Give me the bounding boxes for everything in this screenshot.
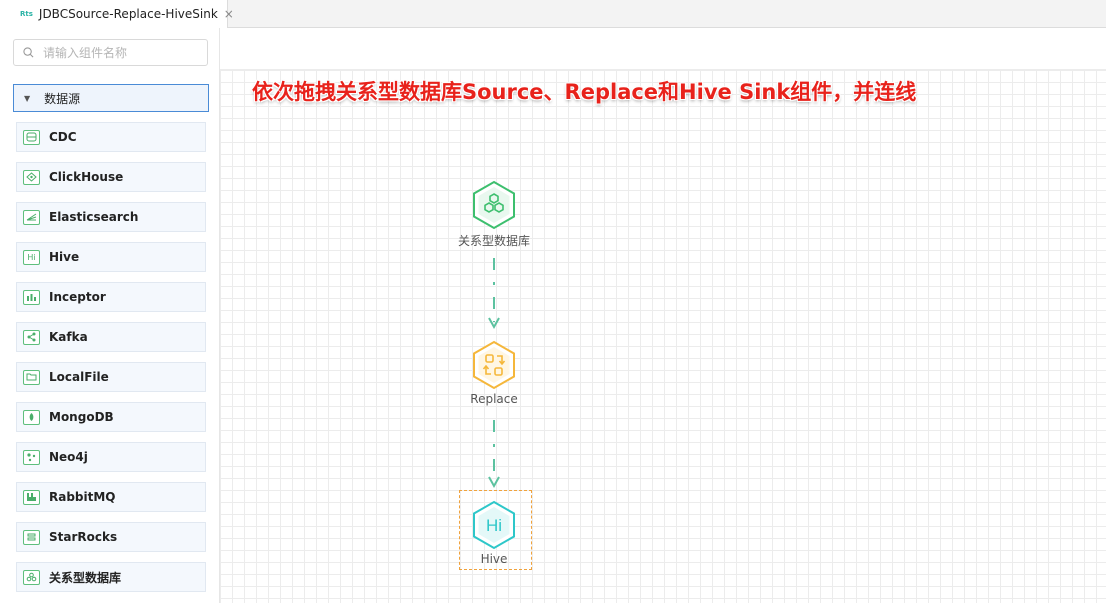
edge-replace-to-hive[interactable] [486,418,502,490]
component-item-kafka[interactable]: Kafka [16,322,206,352]
hive-icon: Hi [23,249,40,265]
neo4j-icon [23,449,40,465]
component-label: 关系型数据库 [49,570,122,585]
node-label: Hive [480,552,508,566]
relational-db-icon [473,180,515,230]
tab-bar: Rts JDBCSource-Replace-HiveSink × [0,0,1106,28]
node-hive[interactable]: Hi Hive [449,500,539,566]
elasticsearch-icon [23,209,40,225]
component-label: ClickHouse [49,170,124,184]
close-icon[interactable]: × [223,7,234,21]
component-item-relational-db[interactable]: 关系型数据库 [16,562,206,592]
rabbitmq-icon [23,489,40,505]
edge-relational-db-to-replace[interactable] [486,256,502,332]
component-item-clickhouse[interactable]: ClickHouse [16,162,206,192]
search-input[interactable] [41,44,195,61]
group-header-datasource[interactable]: ▼ 数据源 [13,84,209,112]
search-icon [23,47,34,58]
component-label: RabbitMQ [49,490,116,504]
component-label: CDC [49,130,77,144]
hive-icon: Hi [473,500,515,550]
selection-frame [459,490,532,570]
node-label: 关系型数据库 [457,234,530,248]
component-sidebar: ▼ 数据源 CDC ClickHouse Elasticsearch Hi Hi… [0,28,220,603]
flow-canvas[interactable]: 依次拖拽关系型数据库Source、Replace和Hive Sink组件，并连线… [220,70,1106,603]
mongodb-icon [23,409,40,425]
tab-title: JDBCSource-Replace-HiveSink [38,7,218,21]
hive-icon-text: Hi [486,516,502,535]
component-label: Inceptor [49,290,106,304]
node-relational-db[interactable]: 关系型数据库 [449,180,539,249]
instruction-annotation: 依次拖拽关系型数据库Source、Replace和Hive Sink组件，并连线 [252,80,917,104]
component-label: Neo4j [49,450,88,464]
database-icon [23,129,40,145]
clickhouse-icon [23,169,40,185]
component-label: Kafka [49,330,88,344]
component-label: MongoDB [49,410,114,424]
component-label: Elasticsearch [49,210,139,224]
component-item-starrocks[interactable]: StarRocks [16,522,206,552]
component-item-neo4j[interactable]: Neo4j [16,442,206,472]
caret-down-icon: ▼ [24,93,31,103]
starrocks-icon [23,529,40,545]
relational-db-icon [23,569,40,585]
component-item-hive[interactable]: Hi Hive [16,242,206,272]
component-label: StarRocks [49,530,118,544]
component-label: LocalFile [49,370,109,384]
node-label: Replace [470,392,518,406]
group-label: 数据源 [44,91,81,106]
component-item-rabbitmq[interactable]: RabbitMQ [16,482,206,512]
replace-icon [473,340,515,390]
inceptor-icon [23,289,40,305]
search-box[interactable] [13,39,208,66]
flow-icon: Rts [20,10,33,18]
kafka-icon [23,329,40,345]
component-item-inceptor[interactable]: Inceptor [16,282,206,312]
component-item-mongodb[interactable]: MongoDB [16,402,206,432]
canvas-toolbar [220,28,1106,70]
component-label: Hive [49,250,80,264]
folder-icon [23,369,40,385]
component-item-elasticsearch[interactable]: Elasticsearch [16,202,206,232]
component-item-cdc[interactable]: CDC [16,122,206,152]
node-replace[interactable]: Replace [449,340,539,406]
component-list: CDC ClickHouse Elasticsearch Hi Hive Inc… [16,122,206,602]
component-item-localfile[interactable]: LocalFile [16,362,206,392]
tab-jdbcsource-replace-hivesink[interactable]: Rts JDBCSource-Replace-HiveSink × [0,0,234,28]
